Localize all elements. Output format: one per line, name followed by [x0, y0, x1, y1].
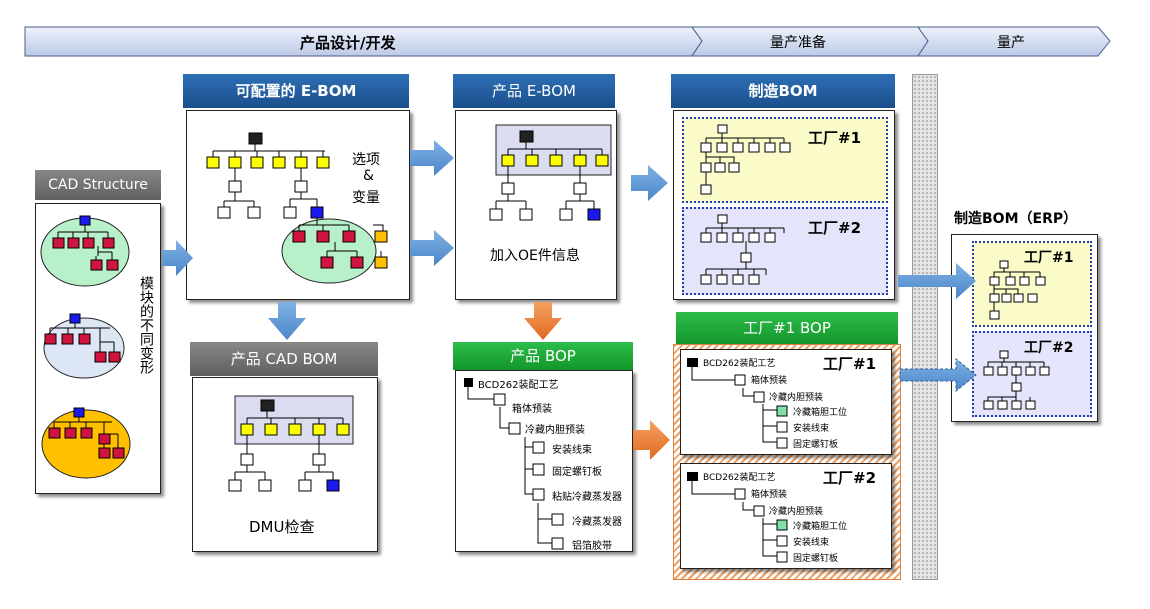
config-ebom-note-2: &: [363, 168, 374, 184]
config-ebom-title: 可配置的 E-BOM: [183, 74, 409, 108]
bop1-card-2-item-5: 固定螺钉板: [793, 554, 839, 564]
cad-bom-caption: DMU检查: [249, 518, 315, 536]
process-design-label: 产品设计/开发: [300, 34, 396, 52]
mbom-plant2-label: 工厂#2: [808, 219, 862, 237]
bop1-card-1-item-5: 固定螺钉板: [793, 440, 839, 450]
erp-plant1-tree: [989, 260, 1046, 320]
product-ebom-panel: 加入OE件信息: [455, 110, 617, 300]
cad-variant-1: [40, 215, 130, 287]
erp-plant2-label: 工厂#2: [1024, 340, 1074, 356]
config-ebom-tree: [206, 132, 388, 284]
arrow-ebom-to-mbom: [631, 165, 668, 201]
arrow-config-to-cadbom: [268, 302, 306, 340]
erp-title: 制造BOM（ERP）: [954, 211, 1078, 227]
bop1-card-1-item-1: 箱体预装: [751, 376, 788, 386]
bop-item-3: 安装线束: [552, 445, 592, 456]
bop1-card-2-item-4: 安装线束: [793, 538, 830, 548]
bop1-card-2-item-1: 箱体预装: [751, 490, 788, 500]
mbom-plant1-label: 工厂#1: [808, 129, 862, 147]
bop-item-5: 粘贴冷藏蒸发器: [552, 492, 622, 503]
bop1-card-1-plant: 工厂#1: [823, 355, 877, 373]
plant1-bop-frame: BCD262装配工艺 工厂#1 箱体预装 冷藏内胆预装 冷藏箱胆工位 安装线束 …: [673, 344, 901, 580]
product-ebom-title: 产品 E-BOM: [453, 74, 615, 108]
bop1-card-2: BCD262装配工艺 工厂#2 箱体预装 冷藏内胆预装 冷藏箱胆工位 安装线束 …: [680, 463, 892, 569]
mbom-plant2-box: 工厂#2: [682, 207, 888, 295]
arrow-mbom-to-erp: [898, 263, 976, 299]
arrow-config-to-ebom-bottom: [410, 230, 454, 266]
cad-structure-title: CAD Structure: [35, 170, 161, 200]
bop-item-2: 冷藏内胆预装: [525, 425, 585, 436]
config-ebom-note-3: 变量: [352, 190, 380, 206]
process-mass-label: 量产: [997, 35, 1025, 51]
process-prep-label: 量产准备: [770, 35, 826, 51]
cad-bom-tree: [228, 395, 354, 492]
erp-plant1-box: 工厂#1: [972, 241, 1092, 327]
cad-structure-panel: 模块的不同变形: [35, 203, 161, 494]
bop1-card-2-tree: [687, 472, 788, 563]
erp-plant2-tree: [983, 350, 1050, 410]
mbom-plant2-tree: [700, 214, 785, 285]
bop-item-6: 冷藏蒸发器: [572, 517, 622, 528]
bop1-card-1-item-2: 冷藏内胆预装: [769, 393, 824, 403]
product-ebom-caption: 加入OE件信息: [490, 248, 580, 264]
config-ebom-note-1: 选项: [352, 152, 380, 168]
process-bar: [24, 26, 1111, 57]
bop1-card-1-item-3: 冷藏箱胆工位: [793, 408, 848, 418]
erp-plant1-label: 工厂#1: [1024, 250, 1074, 266]
bop1-card-1-root: BCD262装配工艺: [703, 359, 776, 369]
product-ebom-tree: [489, 124, 612, 221]
mbom-plant1-box: 工厂#1: [682, 117, 888, 203]
bop-root: BCD262装配工艺: [478, 380, 559, 391]
bop-panel: BCD262装配工艺 箱体预装 冷藏内胆预装 安装线束 固定螺钉板 粘贴冷藏蒸发…: [455, 370, 633, 552]
cad-variant-3: [41, 407, 131, 479]
mbom-plant1-tree: [700, 124, 791, 195]
mbom-title: 制造BOM: [671, 74, 895, 108]
config-ebom-panel: 选项 & 变量: [186, 110, 410, 300]
bop-tree: [464, 378, 564, 550]
bop-item-4: 固定螺钉板: [552, 467, 602, 478]
bop1-card-2-root: BCD262装配工艺: [703, 473, 776, 483]
plant1-bop-title: 工厂#1 BOP: [676, 312, 898, 344]
bop1-card-2-item-3: 冷藏箱胆工位: [793, 522, 848, 532]
arrow-ebom-to-bop: [524, 302, 562, 340]
bop-item-7: 铝箔胶带: [572, 541, 612, 552]
separator-bar: [912, 74, 938, 580]
bop-title: 产品 BOP: [453, 342, 633, 370]
bop1-card-1-tree: [687, 358, 788, 449]
cad-bom-title: 产品 CAD BOM: [190, 342, 378, 376]
bop1-card-1-item-4: 安装线束: [793, 424, 830, 434]
arrow-bop-to-erp: [899, 357, 977, 393]
arrow-bop-to-plant1-bop: [633, 420, 670, 460]
cad-variant-2: [43, 313, 125, 379]
bop1-card-1: BCD262装配工艺 工厂#1 箱体预装 冷藏内胆预装 冷藏箱胆工位 安装线束 …: [680, 349, 892, 455]
bop-item-1: 箱体预装: [512, 404, 552, 415]
bop1-card-2-item-2: 冷藏内胆预装: [769, 507, 824, 517]
bop1-card-2-plant: 工厂#2: [823, 469, 877, 487]
mbom-panel: 工厂#1 工厂#2: [673, 110, 895, 300]
cad-side-text: 模块的不同变形: [138, 276, 154, 374]
process-stage-mass: [917, 26, 1111, 57]
cad-bom-panel: DMU检查: [192, 377, 378, 552]
arrow-cad-to-config: [162, 240, 193, 276]
arrow-config-to-ebom-top: [410, 140, 454, 176]
